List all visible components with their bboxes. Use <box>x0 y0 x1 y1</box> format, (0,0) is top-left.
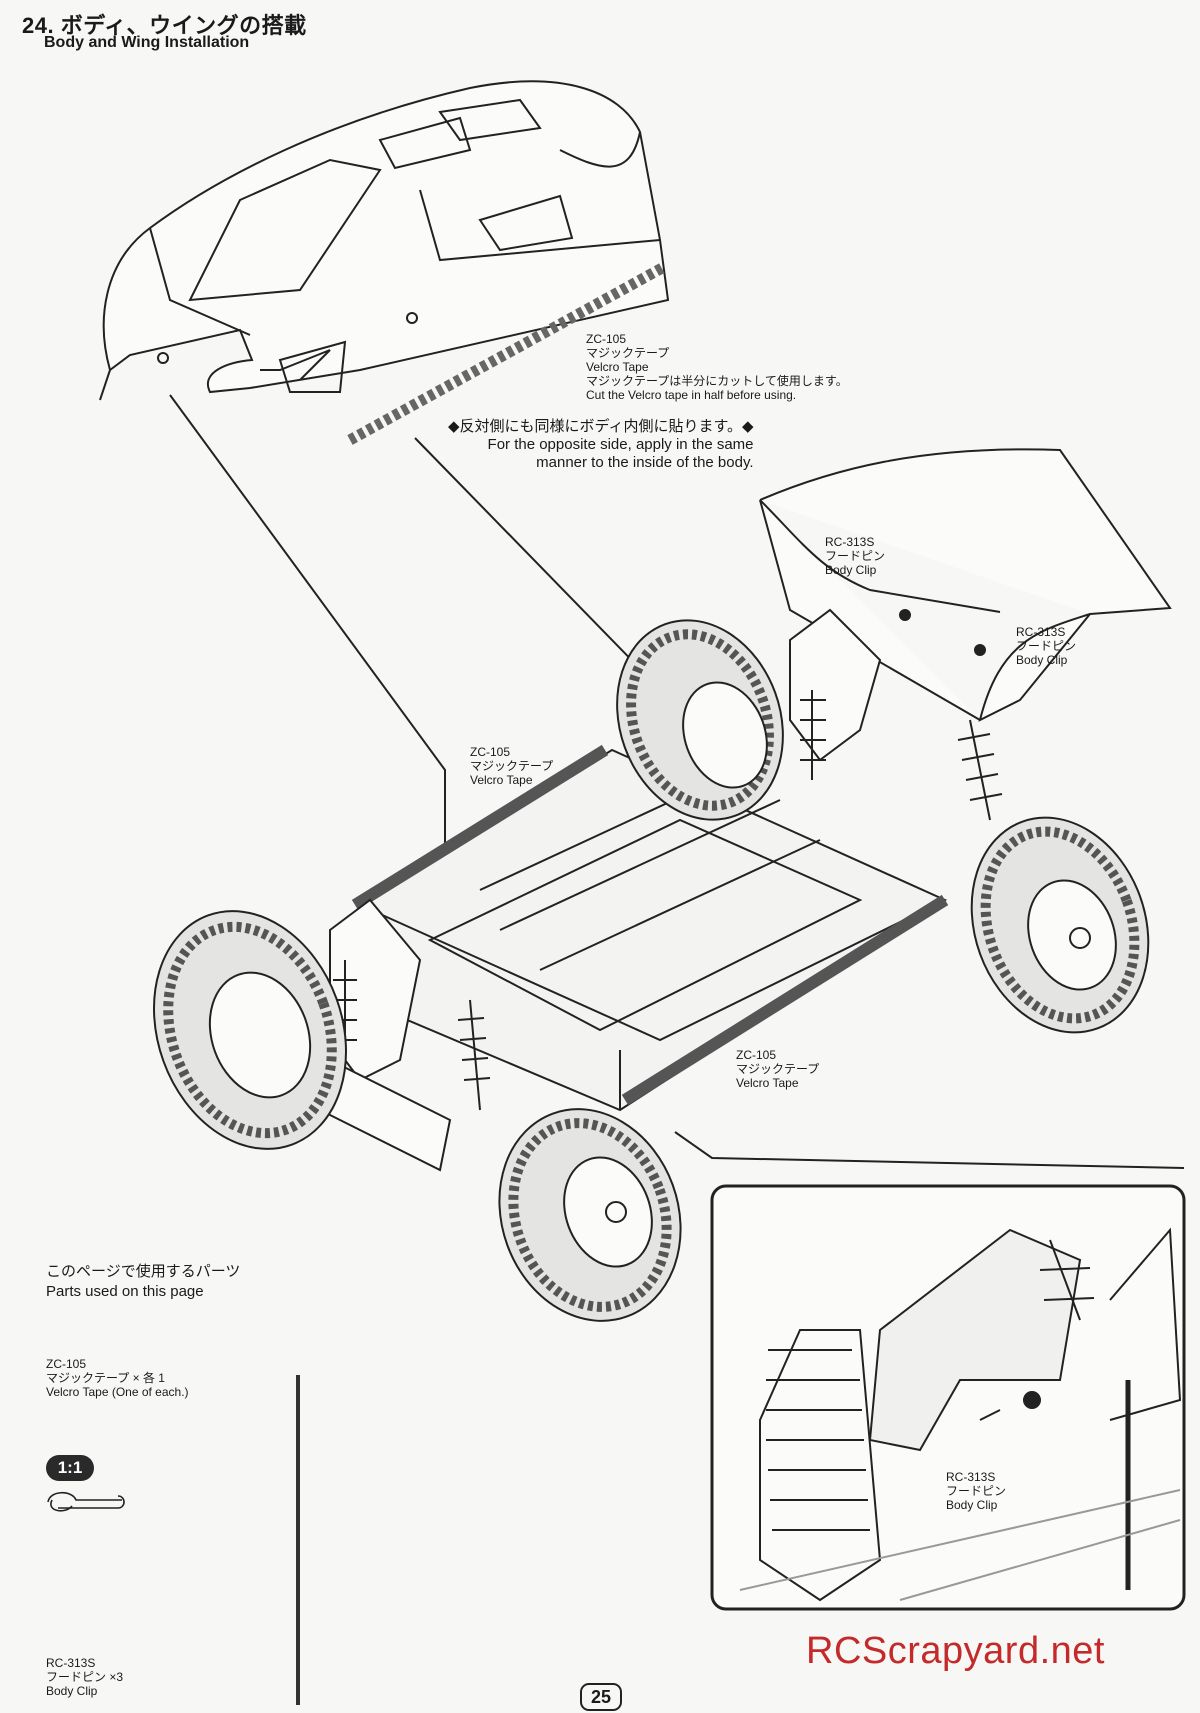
opposite-side-note-en-1: For the opposite side, apply in the same <box>487 436 754 453</box>
instruction-jp: マジックテープは半分にカットして使用します。 <box>586 374 848 388</box>
chassis-tape-callout-right: ZC-105 マジックテープ Velcro Tape <box>736 1048 819 1090</box>
site-watermark: RCScrapyard.net <box>806 1630 1105 1672</box>
part-code: RC-313S <box>825 535 875 549</box>
part-name-en: Velcro Tape <box>470 773 533 787</box>
part-code: ZC-105 <box>470 745 511 759</box>
parts-list-item: RC-313S フードピン ×3 Body Clip <box>46 1656 123 1698</box>
parts-list-item: ZC-105 マジックテープ × 各 1 Velcro Tape (One of… <box>46 1357 189 1399</box>
body-clip-icon <box>47 1491 125 1512</box>
part-name-jp: マジックテープ <box>736 1062 820 1076</box>
body-tape-callout: ZC-105 マジックテープ Velcro Tape マジックテープは半分にカッ… <box>586 332 848 402</box>
wing-clip-callout-right: RC-313S フードピン Body Clip <box>1016 625 1076 667</box>
part-code: RC-313S <box>946 1470 996 1484</box>
part-name-en: Body Clip <box>825 563 877 577</box>
scale-badge: 1:1 <box>46 1455 94 1481</box>
part-name-jp: マジックテープ <box>586 346 670 360</box>
parts-list-heading: このページで使用するパーツ Parts used on this page <box>46 1262 240 1302</box>
rear-wing <box>759 448 1172 722</box>
part-name-jp: フードピン ×3 <box>46 1670 124 1684</box>
section-title-jp: 24. ボディ、ウイングの搭載 <box>22 13 307 38</box>
part-name-en: Velcro Tape <box>586 360 649 374</box>
parts-heading-jp: このページで使用するパーツ <box>46 1263 241 1280</box>
part-name-en: Body Clip <box>46 1684 98 1698</box>
detail-clip-callout: RC-313S フードピン Body Clip <box>946 1470 1007 1512</box>
section-title-en: Body and Wing Installation <box>44 34 250 51</box>
opposite-side-note: ◆反対側にも同様にボディ内側に貼ります。◆ For the opposite s… <box>448 418 754 472</box>
opposite-side-note-jp: ◆反対側にも同様にボディ内側に貼ります。◆ <box>448 418 754 435</box>
part-code: ZC-105 <box>736 1048 777 1062</box>
body-shell <box>99 80 670 445</box>
part-name-jp: マジックテープ × 各 1 <box>46 1371 165 1385</box>
part-name-jp: フードピン <box>1016 639 1077 653</box>
chassis-tape-callout-left: ZC-105 マジックテープ Velcro Tape <box>470 745 553 787</box>
part-code: ZC-105 <box>586 332 627 346</box>
part-code: RC-313S <box>46 1656 96 1670</box>
chassis <box>318 608 1003 1172</box>
divider <box>296 1375 300 1705</box>
instruction-en: Cut the Velcro tape in half before using… <box>586 388 797 402</box>
page-number: 25 <box>580 1683 622 1711</box>
part-name-jp: フードピン <box>946 1484 1007 1498</box>
part-code: ZC-105 <box>46 1357 87 1371</box>
detail-inset <box>710 1184 1186 1611</box>
part-name-en: Velcro Tape (One of each.) <box>46 1385 189 1399</box>
parts-heading-en: Parts used on this page <box>46 1283 204 1300</box>
tyres <box>153 619 1150 1322</box>
part-name-en: Body Clip <box>1016 653 1068 667</box>
part-name-jp: マジックテープ <box>470 759 554 773</box>
part-name-en: Body Clip <box>946 1498 998 1512</box>
wing-clip-callout-left: RC-313S フードピン Body Clip <box>825 535 885 577</box>
part-name-en: Velcro Tape <box>736 1076 799 1090</box>
part-code: RC-313S <box>1016 625 1066 639</box>
opposite-side-note-en-2: manner to the inside of the body. <box>536 454 754 471</box>
part-name-jp: フードピン <box>825 549 886 563</box>
